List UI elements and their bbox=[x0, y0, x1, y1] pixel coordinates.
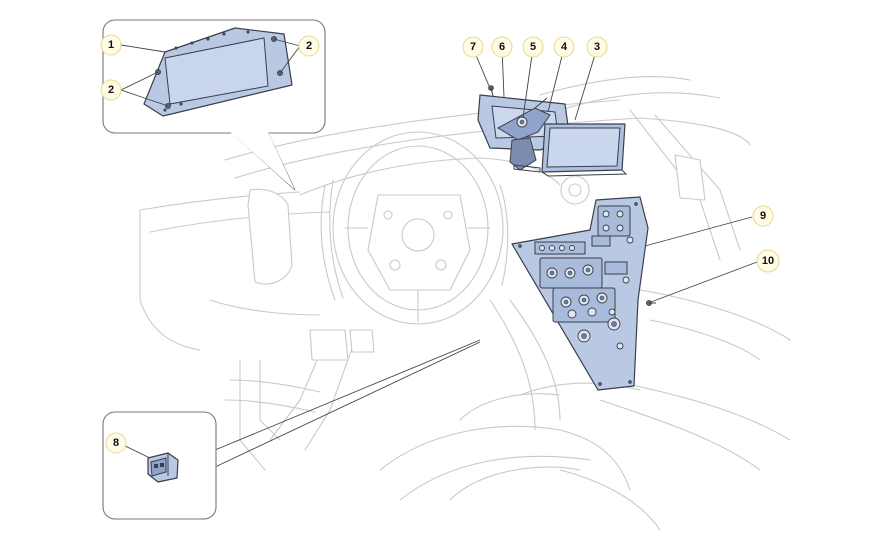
callout-6: 6 bbox=[491, 36, 513, 58]
callout-4-text: 4 bbox=[561, 41, 568, 53]
callout-8-text: 8 bbox=[113, 437, 119, 449]
inset-small-component bbox=[102, 339, 481, 520]
callout-2-right-text: 2 bbox=[306, 40, 312, 52]
callout-2-right: 2 bbox=[298, 35, 320, 57]
callout-1: 1 bbox=[100, 34, 122, 56]
callout-5: 5 bbox=[522, 36, 544, 58]
switch-panel bbox=[511, 196, 758, 391]
ghost-steering-wheel bbox=[320, 131, 509, 325]
callout-9-text: 9 bbox=[760, 210, 766, 222]
callout-8: 8 bbox=[105, 432, 127, 454]
callout-labels: 1 2 2 3 4 5 6 7 bbox=[100, 34, 780, 454]
screen-mount-base bbox=[509, 137, 537, 171]
callout-1-text: 1 bbox=[108, 39, 114, 51]
callout-7-text: 7 bbox=[470, 41, 476, 53]
center-screen-assembly bbox=[472, 47, 628, 177]
callout-2-left-text: 2 bbox=[108, 84, 114, 96]
callout-3-text: 3 bbox=[594, 41, 600, 53]
callout-10: 10 bbox=[756, 249, 780, 273]
callout-3: 3 bbox=[586, 36, 608, 58]
inset-instrument-display bbox=[102, 19, 326, 191]
instrument-display-screen bbox=[164, 37, 269, 105]
callout-10-text: 10 bbox=[762, 255, 774, 267]
callout-2-left: 2 bbox=[100, 79, 122, 101]
connector-part bbox=[147, 452, 179, 483]
callout-4: 4 bbox=[553, 36, 575, 58]
callout-9: 9 bbox=[752, 205, 774, 227]
callout-7: 7 bbox=[462, 36, 484, 58]
callout-6-text: 6 bbox=[499, 41, 505, 53]
ghost-cockpit-outline bbox=[139, 75, 791, 531]
callout-5-text: 5 bbox=[530, 41, 536, 53]
